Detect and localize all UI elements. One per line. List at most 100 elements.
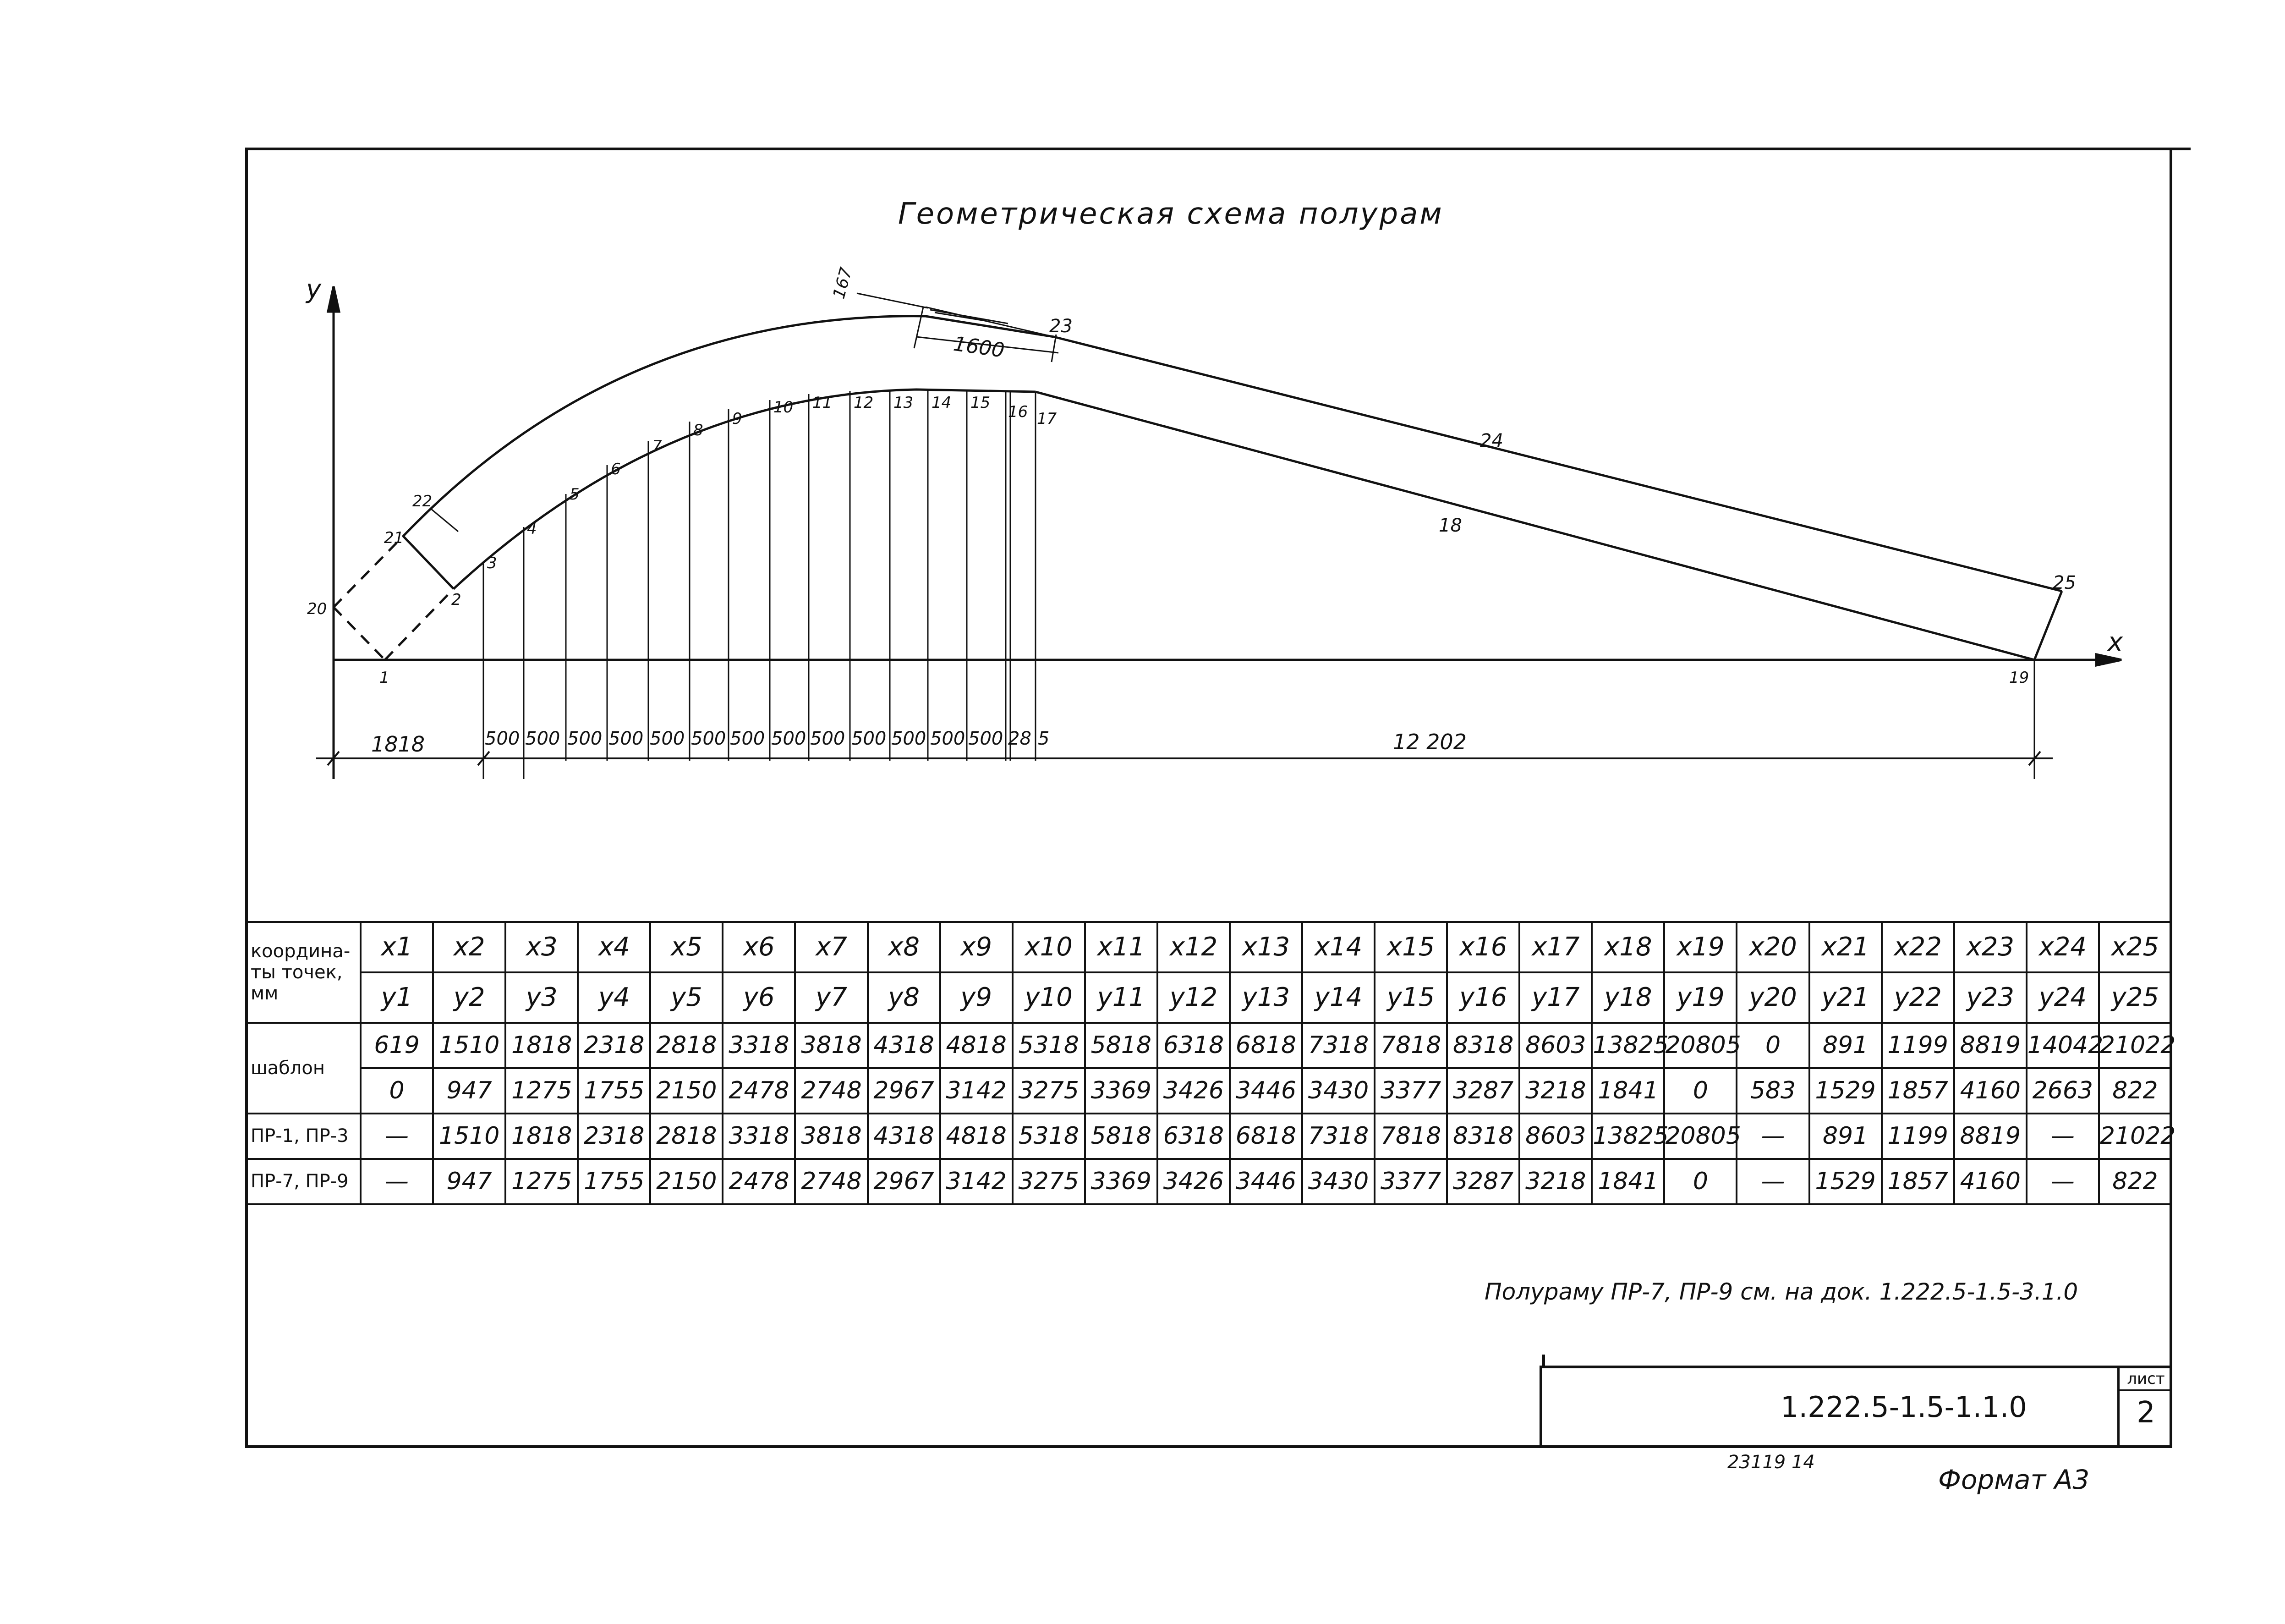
cell-x: — bbox=[2025, 1112, 2100, 1160]
cell-y: 0 bbox=[359, 1067, 434, 1114]
cell-x: 8603 bbox=[1518, 1112, 1593, 1160]
x-header: x14 bbox=[1301, 921, 1376, 973]
y-header: у12 bbox=[1156, 971, 1231, 1024]
title-block: 1.222.5-1.5-1.1.0 лист 2 bbox=[1540, 1355, 2172, 1448]
y-header: у10 bbox=[1011, 971, 1086, 1024]
y-header: у4 bbox=[577, 971, 652, 1024]
point-3: 3 bbox=[487, 554, 497, 572]
sheet-number-box: лист 2 bbox=[2117, 1368, 2172, 1448]
cell-x: 5318 bbox=[1011, 1112, 1086, 1160]
y-header: у9 bbox=[939, 971, 1014, 1024]
x-header: x2 bbox=[432, 921, 507, 973]
upper-rafter bbox=[1053, 335, 2062, 593]
drawing-title: Геометрическая схема полурам bbox=[898, 197, 1444, 231]
cell-y: 947 bbox=[432, 1067, 507, 1114]
cell-x: 1199 bbox=[1880, 1112, 1955, 1160]
cell-y: 3369 bbox=[1084, 1067, 1158, 1114]
cell-y: 822 bbox=[2098, 1067, 2173, 1114]
sheet-format: Формат А3 bbox=[1938, 1464, 2090, 1495]
x-header: x19 bbox=[1663, 921, 1738, 973]
document-code: 1.222.5-1.5-1.1.0 bbox=[1781, 1390, 2027, 1424]
cell-x: 6318 bbox=[1156, 1112, 1231, 1160]
cell-x: 7318 bbox=[1301, 1112, 1376, 1160]
cell-x: 8318 bbox=[1446, 1021, 1521, 1069]
point-8: 8 bbox=[693, 421, 703, 439]
cell-x: 13825 bbox=[1591, 1021, 1669, 1069]
cell-y: 4160 bbox=[1953, 1158, 2027, 1206]
y-header: у25 bbox=[2098, 971, 2173, 1024]
dim-1600-line bbox=[916, 336, 1059, 354]
cell-x: 21022 bbox=[2098, 1021, 2175, 1069]
point-2: 2 bbox=[451, 591, 461, 609]
cell-y: 1857 bbox=[1880, 1067, 1955, 1114]
x-header: x25 bbox=[2098, 921, 2173, 973]
ordinate-lines bbox=[482, 390, 2035, 779]
point-5: 5 bbox=[570, 485, 580, 504]
y-header: у5 bbox=[649, 971, 724, 1024]
point-13: 13 bbox=[893, 394, 913, 412]
x-header: x15 bbox=[1374, 921, 1448, 973]
cell-y: 3430 bbox=[1301, 1158, 1376, 1206]
point-10: 10 bbox=[773, 398, 793, 417]
x-header: x24 bbox=[2025, 921, 2100, 973]
cell-x: 20805 bbox=[1663, 1021, 1741, 1069]
x-header: x5 bbox=[649, 921, 724, 973]
cell-y: 1841 bbox=[1591, 1067, 1666, 1114]
cell-y: 1275 bbox=[504, 1067, 579, 1114]
y-header: у2 bbox=[432, 971, 507, 1024]
dim-500: 500 bbox=[525, 728, 560, 749]
dashed-1-2 bbox=[384, 588, 455, 661]
point-labels: 1 2 3 4 5 6 7 8 9 10 11 12 13 14 15 16 1… bbox=[307, 316, 2076, 687]
point-25: 25 bbox=[2053, 572, 2076, 593]
dim-500: 500 bbox=[608, 728, 643, 749]
x-header: x16 bbox=[1446, 921, 1521, 973]
cell-y: 1529 bbox=[1808, 1067, 1883, 1114]
point-7: 7 bbox=[652, 437, 662, 455]
dim-500: 500 bbox=[567, 728, 602, 749]
cell-y: 2967 bbox=[866, 1158, 941, 1206]
cell-x: 8603 bbox=[1518, 1021, 1593, 1069]
x-header: x21 bbox=[1808, 921, 1883, 973]
y-header: у17 bbox=[1518, 971, 1593, 1024]
point-19: 19 bbox=[2009, 669, 2029, 687]
dim-500: 500 bbox=[930, 728, 965, 749]
y-header: у24 bbox=[2025, 971, 2100, 1024]
cell-y: — bbox=[1736, 1158, 1810, 1206]
cell-x: 6818 bbox=[1228, 1021, 1304, 1069]
hatch bbox=[925, 306, 1054, 338]
cell-x: 5818 bbox=[1084, 1021, 1158, 1069]
x-header: x20 bbox=[1736, 921, 1810, 973]
cell-x: 4318 bbox=[866, 1021, 941, 1069]
cell-y: 3218 bbox=[1518, 1067, 1593, 1114]
y-header: у15 bbox=[1374, 971, 1448, 1024]
dim-500: 500 bbox=[771, 728, 806, 749]
point-16: 16 bbox=[1008, 403, 1028, 421]
cell-y: 1529 bbox=[1808, 1158, 1883, 1206]
cell-y: 1857 bbox=[1880, 1158, 1955, 1206]
cell-y: 3275 bbox=[1011, 1067, 1086, 1114]
point-12: 12 bbox=[854, 394, 873, 412]
cell-y: 3218 bbox=[1518, 1158, 1593, 1206]
cell-y: 3142 bbox=[939, 1158, 1014, 1206]
outer-arch bbox=[402, 315, 1054, 537]
cell-x: 7818 bbox=[1374, 1021, 1448, 1069]
y-header: у22 bbox=[1880, 971, 1955, 1024]
title-block-tick bbox=[1542, 1355, 1545, 1368]
dashed-20-21 bbox=[333, 535, 404, 608]
x-header: x9 bbox=[939, 921, 1014, 973]
dim-28: 28 bbox=[1008, 728, 1031, 749]
point-4: 4 bbox=[527, 520, 537, 538]
y-header: у8 bbox=[866, 971, 941, 1024]
cell-y: 1841 bbox=[1591, 1158, 1666, 1206]
dim-167-line bbox=[856, 292, 928, 309]
row-label: ПР-7, ПР-9 bbox=[245, 1158, 362, 1206]
cell-x: 3818 bbox=[794, 1112, 869, 1160]
cell-y: 583 bbox=[1736, 1067, 1810, 1114]
cell-x: 5318 bbox=[1011, 1021, 1086, 1069]
y-header: у14 bbox=[1301, 971, 1376, 1024]
dim-1818: 1818 bbox=[371, 732, 425, 757]
